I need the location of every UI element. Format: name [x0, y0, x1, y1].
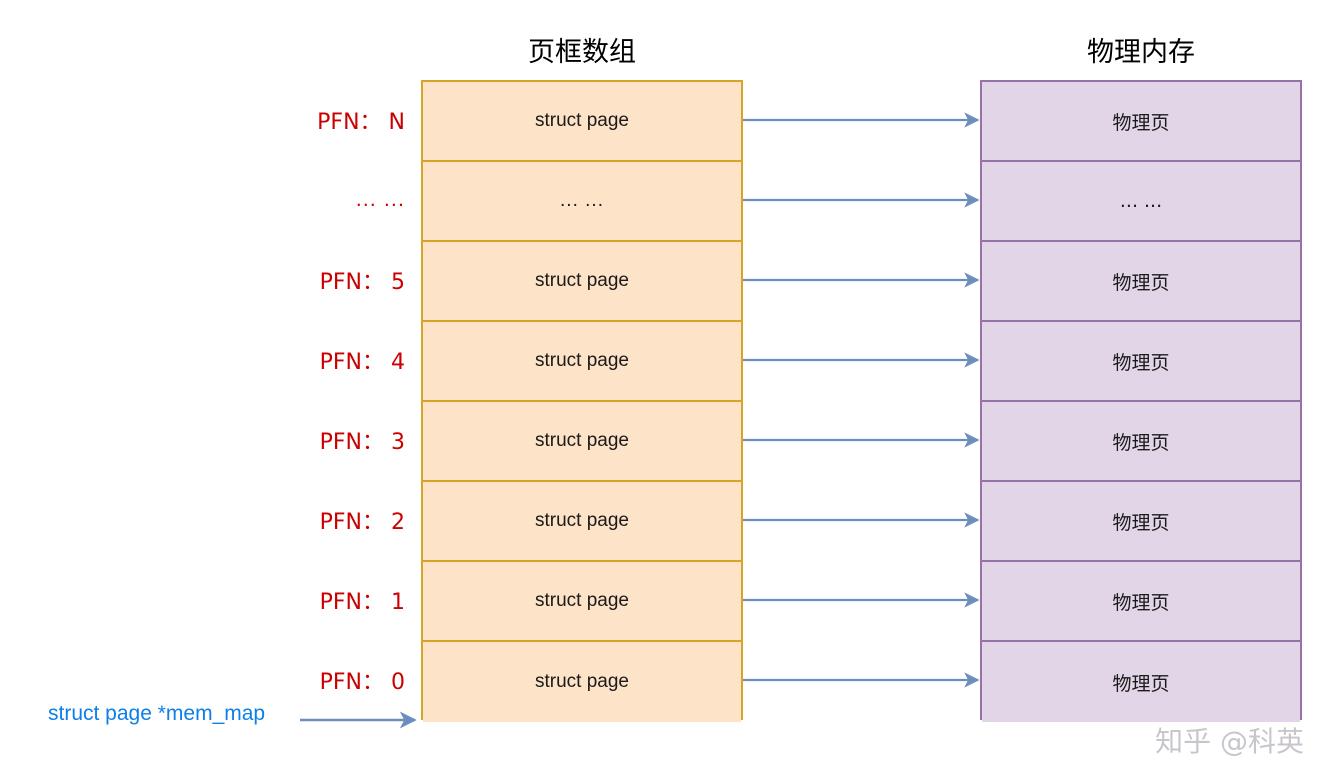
- physical-page-cell: 物理页: [982, 482, 1300, 562]
- pfn-label: ... ...: [355, 189, 405, 211]
- struct-page-cell: struct page: [423, 82, 741, 162]
- struct-page-cell: ... ...: [423, 162, 741, 242]
- page-frame-array-title: 页框数组: [528, 37, 636, 68]
- physical-page-cell: 物理页: [982, 82, 1300, 162]
- physical-page-cell: 物理页: [982, 242, 1300, 322]
- struct-page-cell: struct page: [423, 562, 741, 642]
- physical-page-cell: 物理页: [982, 402, 1300, 482]
- struct-page-cell: struct page: [423, 242, 741, 322]
- struct-page-cell: struct page: [423, 402, 741, 482]
- physical-page-cell: 物理页: [982, 562, 1300, 642]
- pfn-label: PFN： N: [317, 110, 405, 135]
- struct-page-cell: struct page: [423, 642, 741, 722]
- struct-page-cell: struct page: [423, 482, 741, 562]
- watermark: 知乎 @科英: [1155, 725, 1304, 758]
- pfn-label-column: PFN： N ... ... PFN： 5 PFN： 4 PFN： 3 PFN： 2 PFN…: [250, 80, 405, 720]
- pfn-label: PFN： 0: [319, 670, 405, 695]
- pfn-label: PFN： 4: [319, 350, 405, 375]
- physical-page-cell: ... ...: [982, 162, 1300, 242]
- physical-page-cell: 物理页: [982, 642, 1300, 722]
- physical-page-cell: 物理页: [982, 322, 1300, 402]
- physical-memory-title: 物理内存: [1087, 37, 1195, 68]
- mapping-arrows: [743, 112, 980, 688]
- mem-map-pointer-label: struct page *mem_map: [48, 702, 266, 725]
- physical-memory-column: 物理页... ...物理页物理页物理页物理页物理页物理页: [980, 80, 1302, 722]
- struct-page-cell: struct page: [423, 322, 741, 402]
- pfn-label: PFN： 3: [319, 430, 405, 455]
- pfn-label: PFN： 1: [319, 590, 405, 615]
- pfn-label: PFN： 2: [319, 510, 405, 535]
- pfn-label: PFN： 5: [319, 270, 405, 295]
